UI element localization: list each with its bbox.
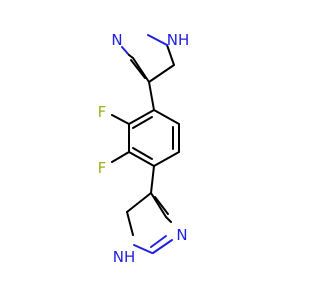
benzene-ring <box>128 109 180 167</box>
molecule-canvas: N NH F F NH N <box>97 31 190 266</box>
bond <box>133 244 153 254</box>
bond <box>121 46 130 56</box>
bond <box>148 81 155 111</box>
bond <box>153 151 180 167</box>
molecule-structure: N NH F F NH N <box>98 31 190 266</box>
bond <box>128 151 155 167</box>
bond <box>148 64 175 83</box>
atom-label-n: N <box>176 226 187 244</box>
atom-label-nh: NH <box>167 31 190 49</box>
bond <box>130 59 146 79</box>
bond <box>132 147 153 160</box>
bond <box>126 211 134 236</box>
bond <box>111 114 130 125</box>
bond <box>165 216 172 223</box>
atom-label-nh: NH <box>113 248 136 266</box>
bond <box>111 151 130 163</box>
bond <box>128 109 155 125</box>
bottom-pyrazole-ring <box>126 192 173 254</box>
bond <box>154 196 169 215</box>
bond <box>126 192 152 213</box>
atom-label-f: F <box>98 159 107 177</box>
atom-label-n: N <box>111 31 122 49</box>
bond <box>150 165 155 194</box>
top-pyrazole-ring <box>121 34 175 83</box>
bond <box>166 44 175 66</box>
bond <box>132 116 153 129</box>
bond <box>147 34 168 46</box>
bond <box>153 109 180 125</box>
bond <box>150 192 167 218</box>
atom-label-f: F <box>98 103 107 121</box>
bond <box>128 54 134 59</box>
bond <box>132 57 150 83</box>
bond <box>152 239 173 254</box>
bond <box>150 235 167 248</box>
